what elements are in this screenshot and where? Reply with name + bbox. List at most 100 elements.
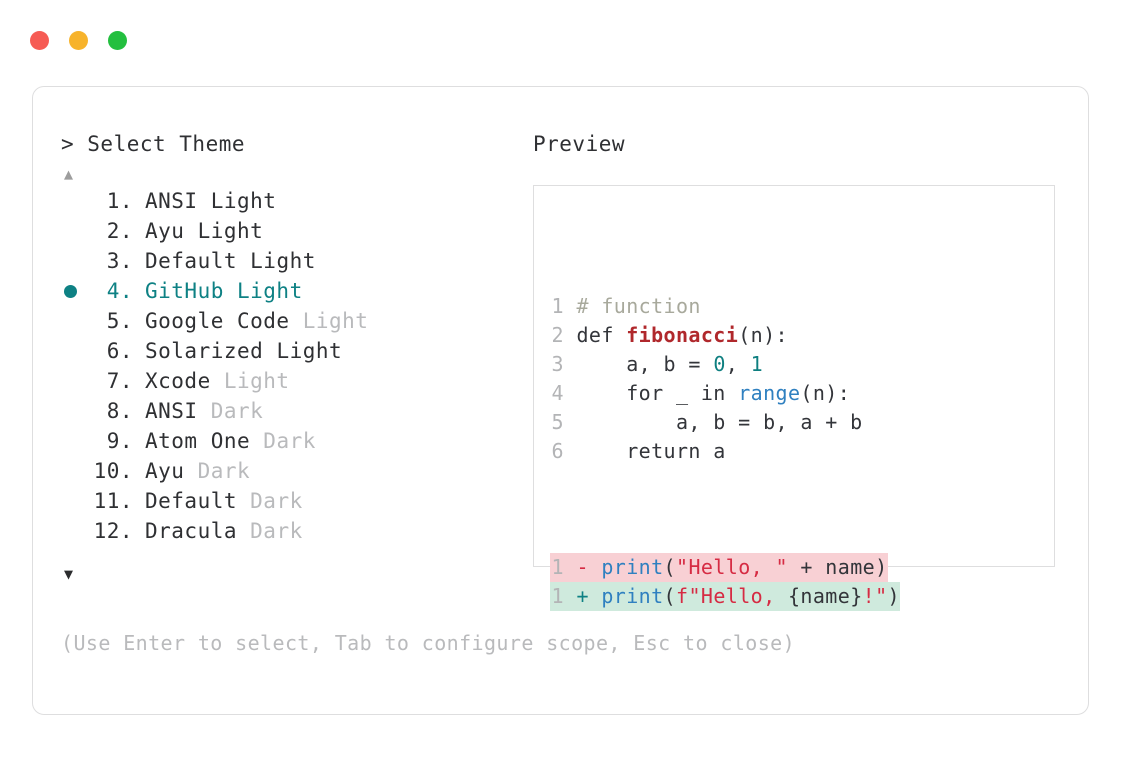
code-token: print	[601, 584, 664, 608]
line-number: 4	[551, 381, 564, 405]
theme-list-item[interactable]: 8. ANSI Dark	[61, 399, 521, 429]
code-line-content: return a	[564, 439, 726, 463]
code-line: 5 a, b = b, a + b	[550, 408, 900, 437]
diff-added-line: 1 + print(f"Hello, {name}!")	[550, 582, 900, 611]
theme-item-variant: Dark	[237, 519, 303, 543]
theme-item-name: Default	[145, 249, 238, 273]
theme-item-index: 6.	[106, 339, 133, 363]
line-number: 1	[551, 294, 564, 318]
code-line-content: for _ in range(n):	[564, 381, 850, 405]
code-token: (	[663, 584, 676, 608]
diff-removed-line: 1 - print("Hello, " + name)	[550, 553, 888, 582]
theme-item-name: Ayu	[145, 459, 185, 483]
theme-item-variant: Light	[197, 189, 277, 213]
theme-item-index: 5.	[106, 309, 133, 333]
code-token: !"	[862, 584, 888, 608]
code-token: range	[738, 381, 801, 405]
theme-item-name: Default	[145, 489, 238, 513]
theme-item-variant: Light	[184, 219, 264, 243]
code-token: "Hello, "	[676, 555, 788, 579]
window-traffic-lights	[30, 31, 127, 50]
theme-item-index: 4.	[106, 279, 133, 303]
code-token: # function	[576, 294, 701, 318]
theme-item-variant: Dark	[250, 429, 316, 453]
theme-list-item[interactable]: 10. Ayu Dark	[61, 459, 521, 489]
code-token: f"Hello,	[676, 584, 788, 608]
line-number: 6	[551, 439, 564, 463]
theme-item-name: Solarized	[145, 339, 264, 363]
diff-row: 1 + print(f"Hello, {name}!")	[550, 582, 900, 611]
theme-item-name: Atom One	[145, 429, 251, 453]
theme-item-variant: Dark	[237, 489, 303, 513]
close-icon[interactable]	[30, 31, 49, 50]
code-token: )	[887, 584, 900, 608]
theme-item-name: Xcode	[145, 369, 211, 393]
theme-item-name: ANSI	[145, 189, 198, 213]
theme-item-index: 2.	[106, 219, 133, 243]
scroll-up-arrow[interactable]: ▲	[64, 165, 74, 183]
code-line: 6 return a	[550, 437, 900, 466]
code-token: def	[576, 323, 627, 347]
theme-list-item[interactable]: 1.ANSI Light	[61, 189, 521, 219]
theme-item-index: 11.	[93, 489, 133, 513]
diff-line-content: print("Hello, " + name)	[601, 555, 887, 579]
keyboard-hint: (Use Enter to select, Tab to configure s…	[61, 631, 796, 655]
theme-item-index: 10.	[93, 459, 133, 483]
code-line: 4 for _ in range(n):	[550, 379, 900, 408]
code-token: return a	[576, 439, 726, 463]
theme-item-index: 9.	[106, 429, 133, 453]
diff-sign: -	[564, 555, 602, 579]
code-line: 3 a, b = 0, 1	[550, 350, 900, 379]
theme-list-item[interactable]: 7. Xcode Light	[61, 369, 521, 399]
theme-list-item[interactable]: 5.Google Code Light	[61, 309, 521, 339]
theme-item-index: 8.	[106, 399, 133, 423]
line-number: 1	[551, 584, 564, 608]
theme-list-item[interactable]: 9. Atom One Dark	[61, 429, 521, 459]
theme-item-variant: Light	[210, 369, 290, 393]
code-token: fibonacci	[626, 323, 739, 347]
theme-item-variant: Light	[263, 339, 343, 363]
code-line-content: # function	[564, 294, 701, 318]
theme-list-item[interactable]: 2.Ayu Light	[61, 219, 521, 249]
code-token: (n):	[738, 323, 788, 347]
code-token: + name)	[787, 555, 888, 579]
theme-list-item[interactable]: 6. Solarized Light	[61, 339, 521, 369]
code-token: (	[663, 555, 676, 579]
theme-item-variant: Light	[223, 279, 303, 303]
maximize-icon[interactable]	[108, 31, 127, 50]
theme-item-index: 7.	[106, 369, 133, 393]
theme-list-item[interactable]: 11. Default Dark	[61, 489, 521, 519]
theme-item-index: 3.	[106, 249, 133, 273]
code-token: 0	[713, 352, 726, 376]
code-token: (n):	[800, 381, 851, 405]
theme-item-variant: Light	[237, 249, 316, 273]
line-number: 1	[551, 555, 564, 579]
code-line-content: a, b = b, a + b	[564, 410, 863, 434]
theme-item-name: ANSI	[145, 399, 198, 423]
line-number: 5	[551, 410, 564, 434]
code-token: for _ in	[576, 381, 739, 405]
code-line-content: def fibonacci(n):	[564, 323, 788, 347]
code-token: print	[601, 555, 664, 579]
diff-lines: 1 - print("Hello, " + name)1 + print(f"H…	[550, 553, 900, 611]
code-token: ,	[725, 352, 751, 376]
theme-list-item[interactable]: 12.Dracula Dark	[61, 519, 521, 549]
theme-item-variant: Dark	[197, 399, 264, 423]
scroll-down-arrow[interactable]: ▼	[64, 565, 74, 583]
theme-list-item[interactable]: 4.GitHub Light	[61, 279, 521, 309]
theme-item-index: 12.	[93, 519, 133, 543]
diff-line-content: print(f"Hello, {name}!")	[601, 584, 900, 608]
theme-item-variant: Dark	[184, 459, 251, 483]
minimize-icon[interactable]	[69, 31, 88, 50]
line-number: 3	[551, 352, 564, 376]
line-number: 2	[551, 323, 564, 347]
selected-bullet-icon	[64, 285, 77, 298]
theme-item-name: Google Code	[145, 309, 290, 333]
theme-list-item[interactable]: 3. Default Light	[61, 249, 521, 279]
